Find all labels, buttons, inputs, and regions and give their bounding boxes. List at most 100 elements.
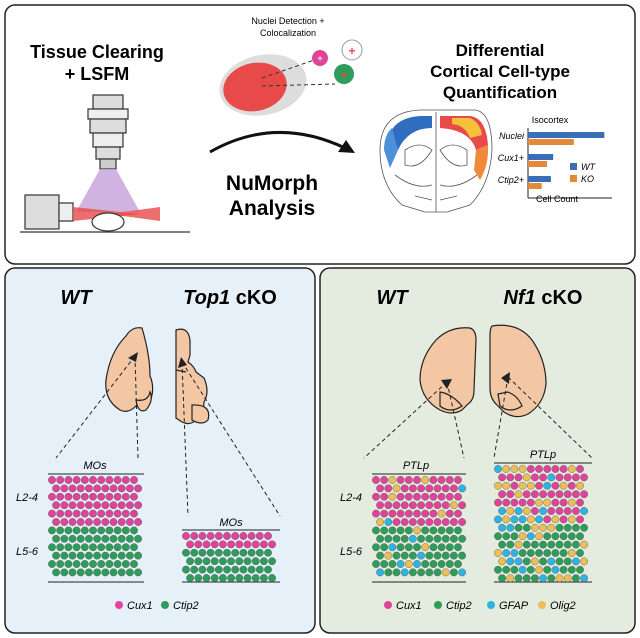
cell-dot bbox=[417, 501, 425, 510]
cell-dot bbox=[559, 515, 568, 524]
cell-dot bbox=[425, 551, 434, 560]
cell-dot bbox=[396, 492, 405, 501]
cell-dot bbox=[105, 492, 114, 501]
cell-dot bbox=[56, 526, 65, 535]
cell-dot bbox=[134, 534, 143, 543]
nucleus-green-icon: + bbox=[334, 64, 354, 84]
cell-dot bbox=[413, 526, 421, 535]
cell-dot bbox=[421, 492, 430, 501]
cell-dot bbox=[494, 498, 502, 507]
cell-dot bbox=[214, 565, 223, 574]
cell-dot bbox=[97, 509, 106, 518]
cell-dot bbox=[113, 476, 122, 484]
cell-dot bbox=[437, 543, 446, 552]
cell-dot bbox=[376, 518, 384, 526]
cell-dot bbox=[372, 560, 380, 568]
arrow-head-icon bbox=[441, 379, 452, 389]
chart-bar bbox=[528, 176, 551, 182]
cell-dot bbox=[190, 565, 199, 574]
arrow-head-icon bbox=[178, 357, 187, 368]
cell-dot bbox=[113, 543, 122, 552]
cell-dot bbox=[506, 540, 515, 549]
legend-swatch-ctip2 bbox=[161, 601, 169, 609]
cell-dot bbox=[48, 476, 56, 484]
cell-dot bbox=[117, 534, 126, 543]
cell-dot bbox=[48, 543, 56, 552]
cell-dot bbox=[413, 492, 421, 501]
cell-dot bbox=[227, 574, 236, 582]
cell-dot bbox=[121, 492, 130, 501]
cell-dot bbox=[52, 484, 60, 493]
cell-dot bbox=[417, 551, 425, 560]
cell-dot bbox=[433, 518, 442, 526]
cell-dot bbox=[539, 473, 547, 482]
cell-dot bbox=[109, 501, 118, 510]
cell-dot bbox=[243, 557, 252, 566]
cell-dot bbox=[580, 574, 588, 583]
cell-dot bbox=[408, 534, 417, 543]
cell-dot bbox=[555, 490, 564, 499]
cell-dot bbox=[376, 534, 384, 543]
cell-dot bbox=[80, 509, 89, 518]
cell-dot bbox=[441, 501, 450, 510]
cell-dot bbox=[543, 565, 552, 574]
chart-bar bbox=[528, 132, 605, 138]
cell-dot bbox=[522, 473, 531, 482]
cell-dot bbox=[372, 509, 380, 518]
cell-dot bbox=[125, 568, 134, 577]
right-region-label-wt: PTLp bbox=[403, 460, 429, 472]
cell-dot bbox=[117, 501, 126, 510]
cell-dot bbox=[396, 509, 405, 518]
cell-dot bbox=[531, 540, 539, 549]
cell-dot bbox=[101, 568, 110, 577]
cell-dot bbox=[52, 534, 60, 543]
cell-dot bbox=[445, 509, 454, 518]
cell-dot bbox=[518, 498, 527, 507]
svg-text:+: + bbox=[317, 54, 323, 65]
cell-dot bbox=[535, 498, 543, 507]
cell-dot bbox=[567, 465, 576, 473]
cell-dot bbox=[388, 526, 397, 535]
cell-dot bbox=[117, 568, 126, 577]
cell-dot bbox=[80, 560, 89, 568]
cell-dot bbox=[502, 532, 511, 541]
cell-dot bbox=[559, 498, 568, 507]
cell-dot bbox=[64, 509, 73, 518]
cell-dot bbox=[259, 557, 268, 566]
cell-dot bbox=[539, 540, 547, 549]
cell-dot bbox=[526, 532, 535, 541]
cell-dot bbox=[194, 557, 203, 566]
cell-dot bbox=[429, 543, 438, 552]
cell-dot bbox=[417, 568, 425, 577]
cell-dot bbox=[567, 498, 576, 507]
legend-label-ctip2: Ctip2 bbox=[173, 600, 199, 612]
cell-dot bbox=[72, 492, 81, 501]
cell-dot bbox=[506, 574, 515, 583]
cell-dot bbox=[526, 465, 535, 473]
cell-dot bbox=[76, 551, 85, 560]
cell-dot bbox=[186, 540, 195, 549]
chart-bar bbox=[528, 154, 554, 160]
cell-dot bbox=[121, 560, 130, 568]
cell-dot bbox=[425, 518, 434, 526]
cell-dot bbox=[97, 543, 106, 552]
cell-dot bbox=[580, 473, 588, 482]
coronal-section-icon bbox=[379, 109, 493, 213]
cell-dot bbox=[559, 565, 568, 574]
cell-dot bbox=[235, 557, 244, 566]
cell-dot bbox=[567, 549, 576, 557]
cell-dot bbox=[543, 515, 552, 524]
cell-dot bbox=[101, 501, 110, 510]
cell-dot bbox=[551, 549, 560, 557]
cell-dot bbox=[518, 481, 527, 490]
cell-dot bbox=[454, 476, 462, 484]
cell-dot bbox=[510, 532, 519, 541]
cell-dot bbox=[60, 501, 69, 510]
cell-dot bbox=[506, 523, 515, 532]
cell-dot bbox=[48, 526, 56, 535]
cell-dot bbox=[433, 534, 442, 543]
cell-dot bbox=[572, 557, 580, 566]
cell-dot bbox=[433, 501, 442, 510]
cell-dot bbox=[101, 484, 110, 493]
